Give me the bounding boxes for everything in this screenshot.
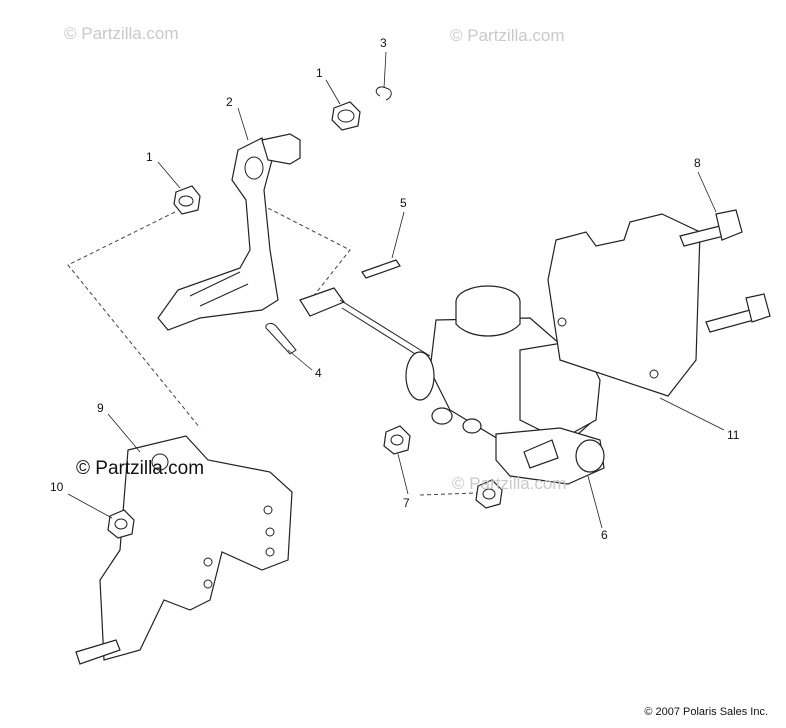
callout-9: 9 — [97, 401, 104, 415]
callout-1-top: 1 — [316, 66, 323, 80]
callout-3: 3 — [380, 36, 387, 50]
callout-10: 10 — [50, 480, 64, 494]
callout-5: 5 — [400, 196, 407, 210]
pushrod — [299, 287, 431, 363]
watermark-top-right: © Partzilla.com — [450, 26, 565, 45]
brake-pedal — [157, 133, 301, 331]
callout-7: 7 — [403, 496, 410, 510]
mounting-bracket — [547, 213, 701, 397]
callout-leaders — [67, 51, 725, 529]
assembly-dashed-line — [67, 204, 351, 429]
hex-nut-bottom — [107, 509, 135, 539]
watermark-center: © Partzilla.com — [452, 474, 567, 493]
callout-1-left: 1 — [146, 150, 153, 164]
callout-6: 6 — [601, 528, 608, 542]
clevis-pin — [361, 259, 401, 279]
watermark-top-left: © Partzilla.com — [64, 24, 179, 43]
pedal-mount-bracket — [75, 435, 293, 665]
callout-8: 8 — [694, 156, 701, 170]
hex-nut-upper — [383, 425, 411, 455]
cotter-pin — [265, 323, 297, 355]
hex-bolt-upper — [679, 209, 743, 247]
callout-2: 2 — [226, 95, 233, 109]
hex-nut-lower — [475, 479, 503, 509]
watermark-mid-left: © Partzilla.com — [76, 458, 205, 479]
callout-11: 11 — [727, 428, 740, 442]
retaining-clip — [375, 86, 392, 101]
nut-dashed-line — [419, 492, 479, 496]
hex-bolt-lower — [705, 293, 771, 333]
master-cylinder — [405, 285, 605, 485]
callout-4: 4 — [315, 366, 322, 380]
flange-nut-top — [331, 101, 361, 131]
copyright-notice: © 2007 Polaris Sales Inc. — [644, 706, 768, 718]
flange-nut-left — [173, 185, 201, 215]
